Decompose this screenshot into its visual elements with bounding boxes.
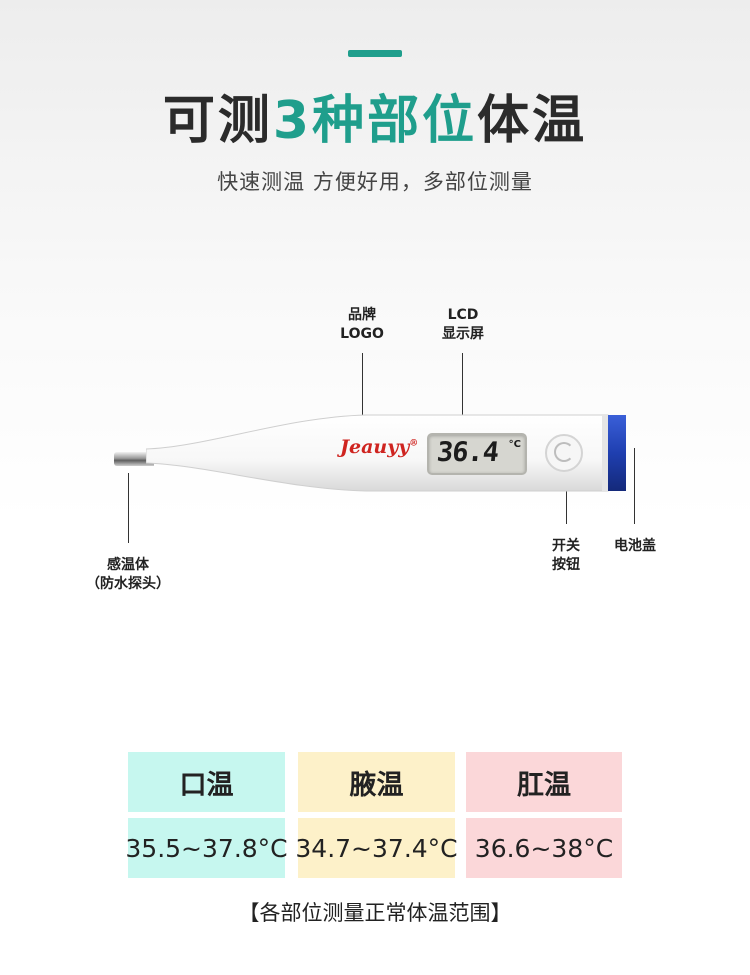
page-subtitle: 快速测温 方便好用，多部位测量 bbox=[217, 170, 533, 194]
registered-mark: ® bbox=[409, 438, 419, 449]
callout-lcd-line2: 显示屏 bbox=[442, 326, 484, 342]
thermometer-probe bbox=[114, 452, 154, 466]
callout-battery-line1: 电池盖 bbox=[614, 538, 656, 554]
page-title: 可测3种部位体温 bbox=[0, 88, 750, 154]
callout-line-brand bbox=[362, 353, 363, 425]
callout-brand-logo-line2: LOGO bbox=[340, 326, 384, 342]
callout-brand-logo: 品牌 LOGO bbox=[334, 306, 390, 344]
brand-logo: Jeauyy® bbox=[340, 436, 418, 458]
callout-lcd-line1: LCD bbox=[447, 307, 479, 323]
callout-line-sensor bbox=[128, 473, 129, 543]
callout-lcd-screen: LCD 显示屏 bbox=[432, 306, 494, 344]
callout-line-battery bbox=[634, 448, 635, 524]
title-highlight: 3种部位 bbox=[272, 91, 478, 151]
callout-switch-button: 开关 按钮 bbox=[543, 537, 589, 575]
title-part-3: 体温 bbox=[477, 91, 588, 151]
range-oral: 35.5~37.8°C bbox=[125, 818, 288, 878]
site-axillary: 腋温 bbox=[298, 752, 455, 812]
callout-switch-line1: 开关 bbox=[552, 538, 580, 554]
callout-sensor: 感温体 （防水探头） bbox=[78, 556, 178, 594]
lcd-display: 36.4 °C bbox=[427, 433, 527, 475]
callout-sensor-line2: （防水探头） bbox=[86, 576, 170, 592]
brand-name: Jeauyy bbox=[340, 436, 410, 458]
table-caption: 【各部位测量正常体温范围】 bbox=[238, 901, 512, 925]
lcd-unit: °C bbox=[508, 439, 521, 450]
callout-brand-logo-line1: 品牌 bbox=[348, 307, 376, 323]
range-rectal: 36.6~38°C bbox=[466, 818, 622, 878]
power-button[interactable] bbox=[545, 434, 583, 472]
power-icon bbox=[554, 442, 574, 462]
lcd-reading: 36.4 bbox=[435, 437, 500, 468]
callout-line-lcd bbox=[462, 353, 463, 429]
title-part-1: 可测 bbox=[162, 91, 273, 151]
accent-bar bbox=[348, 50, 402, 57]
callout-sensor-line1: 感温体 bbox=[107, 557, 149, 573]
callout-switch-line2: 按钮 bbox=[552, 557, 580, 573]
site-rectal: 肛温 bbox=[466, 752, 622, 812]
callout-battery-cover: 电池盖 bbox=[604, 537, 666, 556]
site-oral: 口温 bbox=[128, 752, 285, 812]
range-axillary: 34.7~37.4°C bbox=[295, 818, 458, 878]
